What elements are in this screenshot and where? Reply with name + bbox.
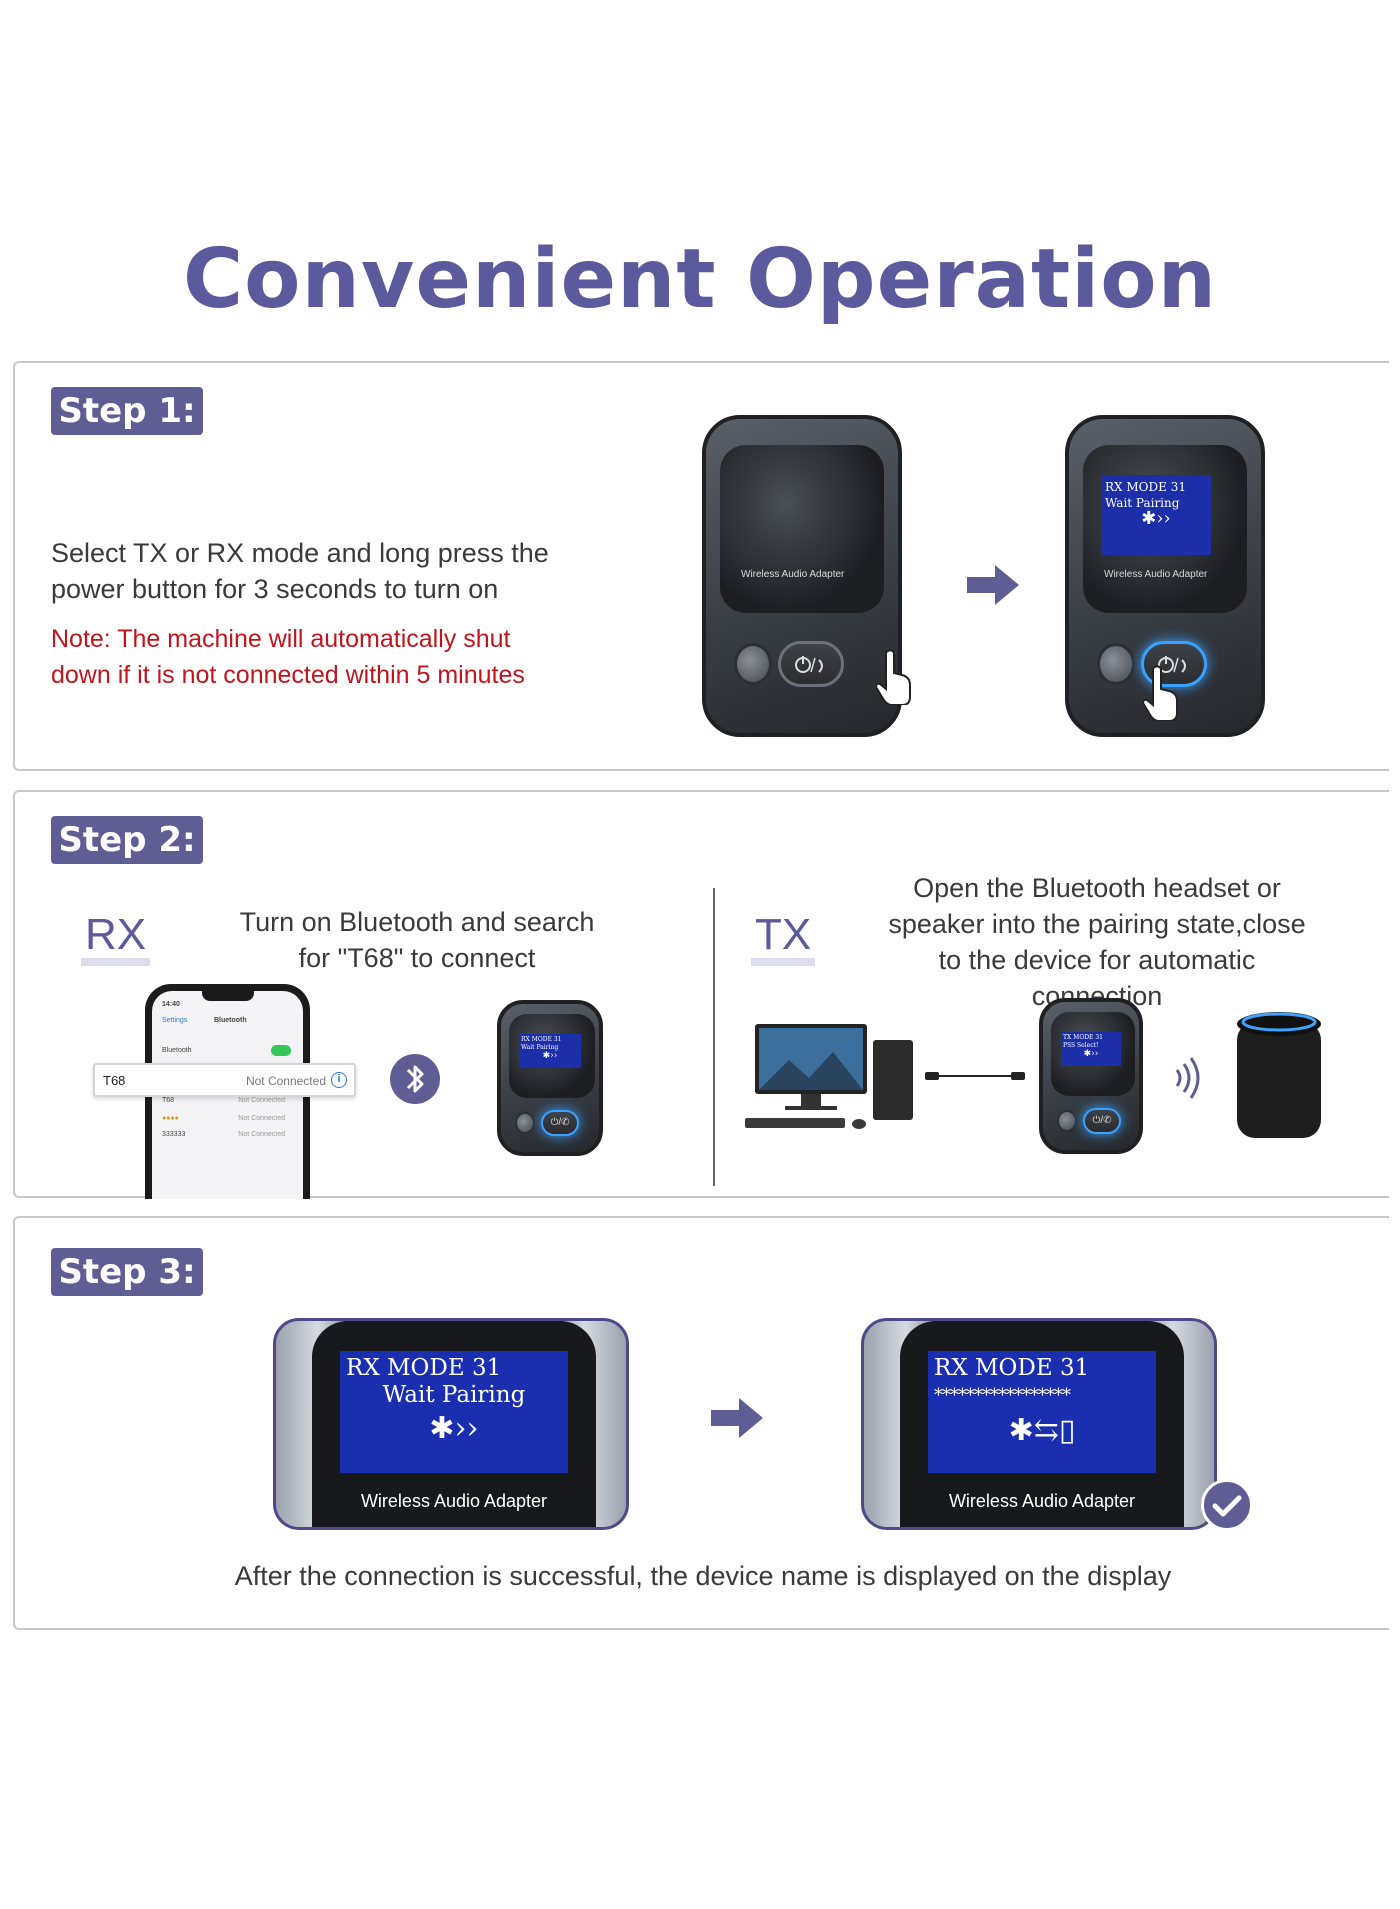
rx-power-button[interactable]: ⏻/✆ [541,1110,579,1136]
device-face: RX MODE 31 Wait Pairing ✱›› Wireless Aud… [312,1321,596,1527]
power-button[interactable] [778,641,844,687]
tx-lcd-line2: PSS Select! [1063,1042,1099,1049]
divider [713,888,715,1186]
device-status: Not Connected [238,1115,285,1122]
adapter-device-rx: RX MODE 31 Wait Pairing ✱›› ⏻/✆ [497,1000,603,1156]
step1-note: Note: The machine will automatically shu… [51,621,525,693]
step1-panel: Step 1: Select TX or RX mode and long pr… [13,361,1389,771]
tx-line3: to the device for automatic connection [938,945,1256,1011]
rx-label: RX [81,912,151,966]
lcd-mode-line: RX MODE 31 [934,1355,1090,1381]
tx-instructions: Open the Bluetooth headset or speaker in… [877,870,1317,1014]
adapter-device-off: Wireless Audio Adapter [702,415,911,737]
bluetooth-signal-icon: ✱›› [1083,1049,1099,1059]
t68-name: T68 [103,1073,126,1088]
t68-device-popup[interactable]: T68 Not Connected i [93,1063,356,1097]
power-phone-icon [795,656,823,673]
wireless-signal-icon [1175,1057,1200,1099]
rx-instructions: Turn on Bluetooth and search for "T68" t… [227,904,607,976]
step1-line2: power button for 3 seconds to turn on [51,574,499,604]
device-label: Wireless Audio Adapter [360,1491,548,1511]
lcd-line1: RX MODE 31 [1105,480,1186,494]
rx-line1: Turn on Bluetooth and search [239,907,595,937]
lcd-mode-line: RX MODE 31 [346,1355,502,1381]
lcd-line2: Wait Pairing [1105,496,1180,510]
rx-small-button[interactable] [515,1112,535,1134]
adapter-device-on: RX MODE 31 Wait Pairing ✱›› Wireless Aud… [1065,415,1265,737]
device-closeup-pairing: RX MODE 31 Wait Pairing ✱›› Wireless Aud… [273,1318,629,1530]
lcd-status-line: Wait Pairing [382,1382,526,1408]
arrow-right-icon [711,1398,763,1438]
rx-line2: for "T68" to connect [298,943,536,973]
checkmark-icon [1201,1479,1253,1531]
device-lcd: RX MODE 31 Wait Pairing ✱›› [1101,475,1211,555]
step1-note-line2: down if it is not connected within 5 min… [51,661,525,689]
finger-press-icon [1143,665,1178,721]
rx-lcd-line2: Wait Pairing [521,1044,559,1051]
bluetooth-speaker-icon [1237,1012,1321,1138]
rx-lcd-line1: RX MODE 31 [521,1036,562,1043]
step3-caption: After the connection is successful, the … [234,1561,1172,1591]
step1-line1: Select TX or RX mode and long press the [51,538,549,568]
tx-small-button[interactable] [1057,1110,1077,1132]
device-closeup-connected: RX MODE 31 ***************** ✱⇆▯ Wireles… [861,1318,1217,1530]
bluetooth-signal-icon: ✱›› [1141,508,1171,529]
device-label: Wireless Audio Adapter [741,569,845,580]
bluetooth-connected-icon: ✱⇆▯ [1008,1413,1076,1448]
tx-line2: speaker into the pairing state,close [888,909,1306,939]
phone-back-link[interactable]: Settings [162,1017,188,1024]
device-small-button[interactable] [734,643,772,685]
arrow-right-icon [967,565,1019,605]
device-name: T68 [162,1097,175,1104]
phone-device-row-3[interactable]: 333333 Not Connected [162,1131,293,1138]
device-status: Not Connected [238,1097,285,1104]
t68-status: Not Connected [245,1074,326,1088]
tx-power-button[interactable]: ⏻/✆ [1083,1108,1121,1134]
lcd-pairing: RX MODE 31 Wait Pairing ✱›› [340,1351,568,1473]
phone-device-row-1[interactable]: T68 Not Connected [162,1097,293,1104]
lcd-device-name-line: ***************** [934,1385,1071,1406]
step1-badge: Step 1: [51,387,203,435]
tx-line1: Open the Bluetooth headset or [913,873,1281,903]
tx-device-lcd: TX MODE 31 PSS Select! ✱›› [1061,1032,1121,1066]
device-label-on: Wireless Audio Adapter [1104,569,1208,580]
bluetooth-toggle[interactable] [271,1045,291,1056]
rx-device-lcd: RX MODE 31 Wait Pairing ✱›› [519,1034,581,1068]
tx-lcd-line1: TX MODE 31 [1063,1034,1103,1041]
step3-panel: Step 3: RX MODE 31 Wait Pairing ✱›› Wire… [13,1216,1389,1630]
aux-cable-icon [925,1072,1025,1080]
page-title: Convenient Operation [183,232,1217,327]
power-phone-icon [1158,656,1186,673]
phone-time: 14:40 [162,1001,180,1008]
finger-press-icon [876,649,911,705]
desktop-computer-icon [745,1024,913,1129]
device-name: ●●●● [162,1115,179,1122]
bluetooth-searching-icon: ✱›› [429,1411,479,1446]
step2-panel: Step 2: RX Turn on Bluetooth and search … [13,790,1389,1199]
tx-label: TX [751,912,816,966]
phone-bt-row: Bluetooth [162,1047,192,1054]
device-face: RX MODE 31 ***************** ✱⇆▯ Wireles… [900,1321,1184,1527]
step3-badge: Step 3: [51,1248,203,1296]
device-status: Not Connected [238,1131,285,1138]
phone-header: Bluetooth [214,1017,247,1024]
info-icon[interactable]: i [331,1072,347,1088]
device-screen-off [720,445,884,613]
step1-note-line1: Note: The machine will automatically shu… [51,625,511,653]
adapter-device-tx: TX MODE 31 PSS Select! ✱›› ⏻/✆ [1039,998,1143,1154]
lcd-connected: RX MODE 31 ***************** ✱⇆▯ [928,1351,1156,1473]
step1-instructions: Select TX or RX mode and long press the … [51,535,549,607]
device-label: Wireless Audio Adapter [948,1491,1136,1511]
device-name: 333333 [162,1131,186,1138]
step2-badge: Step 2: [51,816,203,864]
phone-notch [202,991,254,1001]
device-small-button-on[interactable] [1097,643,1135,685]
bluetooth-signal-icon: ✱›› [542,1051,558,1061]
phone-device-row-2[interactable]: ●●●● Not Connected [162,1115,293,1122]
bluetooth-icon [390,1054,440,1104]
